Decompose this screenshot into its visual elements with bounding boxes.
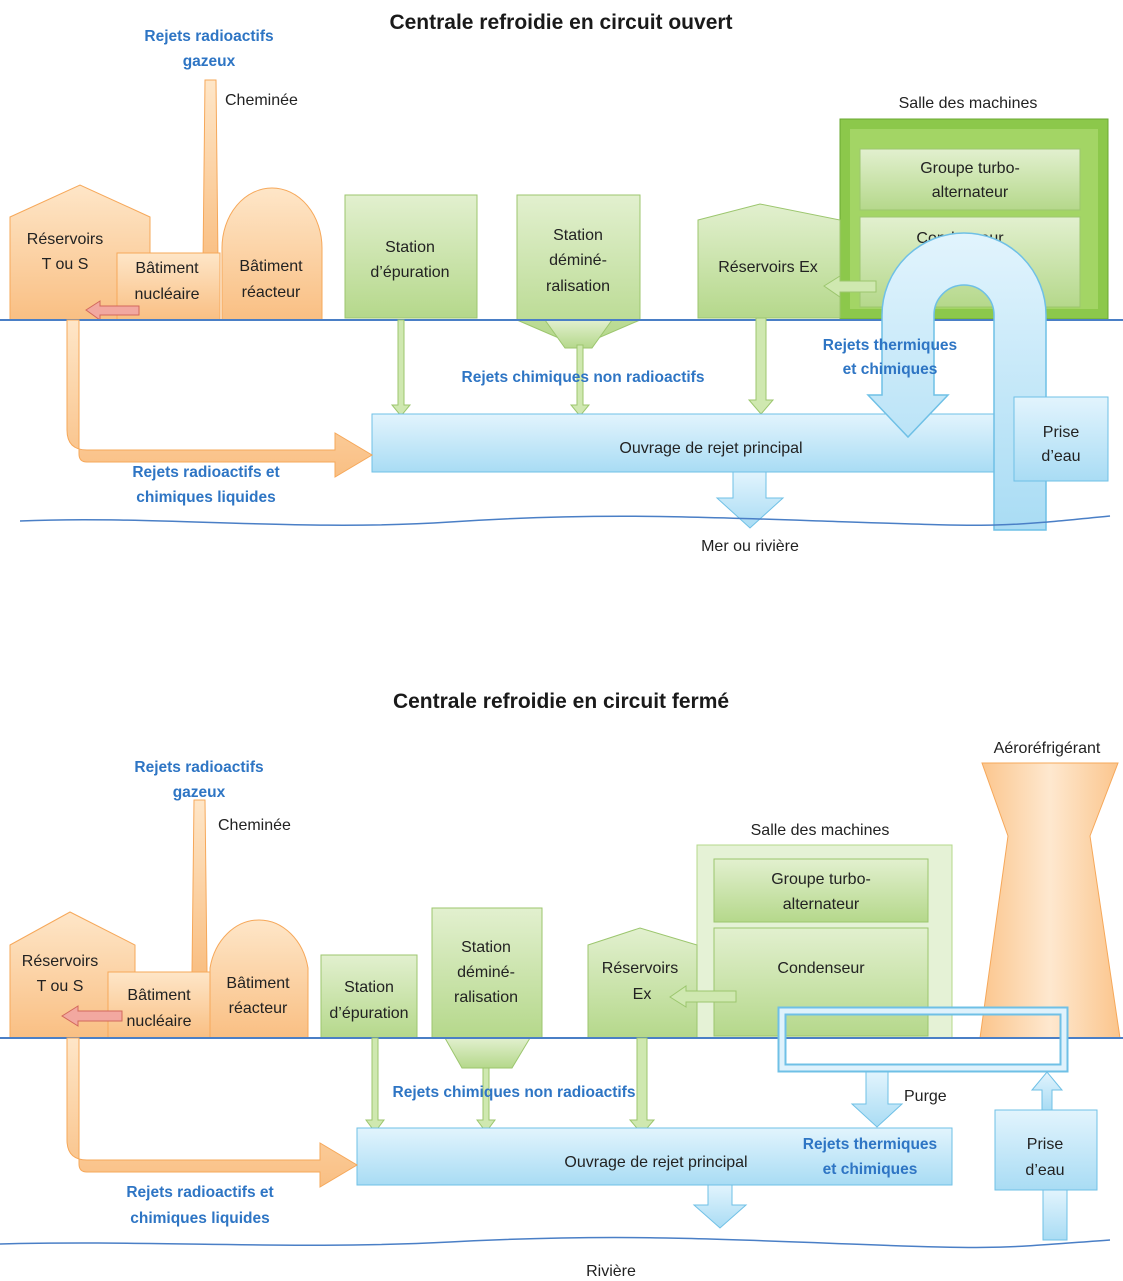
turbo-alternator-label: Groupe turbo-alternateur bbox=[920, 160, 1020, 201]
outfall-label: Ouvrage de rejet principal bbox=[619, 440, 802, 457]
sea-river-label: Mer ou rivière bbox=[701, 538, 799, 555]
condenser-to-tanks-arrow bbox=[669, 985, 737, 1008]
internal-transfer-arrow bbox=[61, 1005, 123, 1027]
open-circuit-diagram: Centrale refroidie en circuit ouvert Sal… bbox=[0, 11, 1123, 555]
cooling-tower-shape bbox=[979, 762, 1121, 1039]
tanks-ex-label: Réservoirs Ex bbox=[718, 259, 818, 276]
nuclear-building-shape bbox=[107, 971, 211, 1039]
tanks-ex-shape bbox=[697, 203, 841, 319]
purge-arrow bbox=[850, 1071, 904, 1128]
liquid-release-arrow bbox=[66, 319, 373, 478]
station-demin-box bbox=[431, 907, 543, 1039]
station-epuration-box bbox=[320, 954, 418, 1039]
outfall-label: Ouvrage de rejet principal bbox=[564, 1154, 747, 1171]
condenser-to-tanks-arrow bbox=[823, 275, 877, 298]
closed-circuit-title: Centrale refroidie en circuit fermé bbox=[393, 690, 729, 713]
water-intake-box bbox=[994, 1109, 1098, 1191]
machine-hall-label: Salle des machines bbox=[899, 95, 1038, 112]
machine-hall-label: Salle des machines bbox=[751, 822, 890, 839]
tanks-ex-shape bbox=[587, 927, 698, 1039]
chemical-release-label: Rejets chimiques non radioactifs bbox=[462, 369, 705, 386]
closed-circuit-diagram: Centrale refroidie en circuit fermé Aéro… bbox=[0, 690, 1123, 1280]
liquid-release-arrow bbox=[66, 1037, 358, 1188]
turbo-alternator-box bbox=[859, 148, 1081, 211]
turbo-alternator-label: Groupe turbo-alternateur bbox=[771, 871, 871, 913]
turbo-alternator-box bbox=[713, 858, 929, 923]
condenser-label: Condenseur bbox=[777, 960, 865, 977]
outfall-box bbox=[356, 1127, 953, 1186]
chimney-label: Cheminée bbox=[218, 817, 291, 834]
purge-label: Purge bbox=[904, 1088, 947, 1105]
epuration-discharge-arrow bbox=[390, 319, 412, 417]
demin-discharge-arrow bbox=[476, 1067, 496, 1133]
cooling-loop bbox=[866, 232, 1047, 531]
condenser-box bbox=[713, 927, 929, 1037]
water-surface bbox=[19, 515, 1111, 526]
intake-up-arrow bbox=[1030, 1071, 1064, 1111]
reactor-dome-shape bbox=[221, 187, 323, 321]
river-label: Rivière bbox=[586, 1263, 636, 1280]
water-surface bbox=[0, 1236, 1111, 1249]
tanks-ex-discharge-arrow bbox=[628, 1037, 656, 1135]
sea-discharge-arrow bbox=[715, 471, 785, 529]
epuration-discharge-arrow bbox=[365, 1037, 385, 1133]
river-discharge-arrow bbox=[692, 1184, 748, 1229]
chimney-shape bbox=[202, 79, 219, 263]
tanks-ex-discharge-arrow bbox=[747, 317, 775, 415]
station-demin-hopper bbox=[544, 319, 613, 349]
reactor-dome-shape bbox=[209, 919, 309, 1039]
chemical-release-label: Rejets chimiques non radioactifs bbox=[393, 1084, 636, 1101]
outfall-box bbox=[371, 413, 995, 473]
chimney-label: Cheminée bbox=[225, 92, 298, 109]
chimney-shape bbox=[191, 799, 208, 973]
station-demin-hopper bbox=[444, 1037, 531, 1069]
water-intake-box bbox=[1013, 396, 1109, 482]
station-epuration-box bbox=[344, 194, 478, 319]
demin-discharge-arrow bbox=[569, 344, 591, 417]
cooling-tower-label: Aéroréfrigérant bbox=[994, 740, 1101, 757]
intake-pipe bbox=[1042, 1189, 1068, 1241]
open-circuit-title: Centrale refroidie en circuit ouvert bbox=[389, 11, 732, 34]
